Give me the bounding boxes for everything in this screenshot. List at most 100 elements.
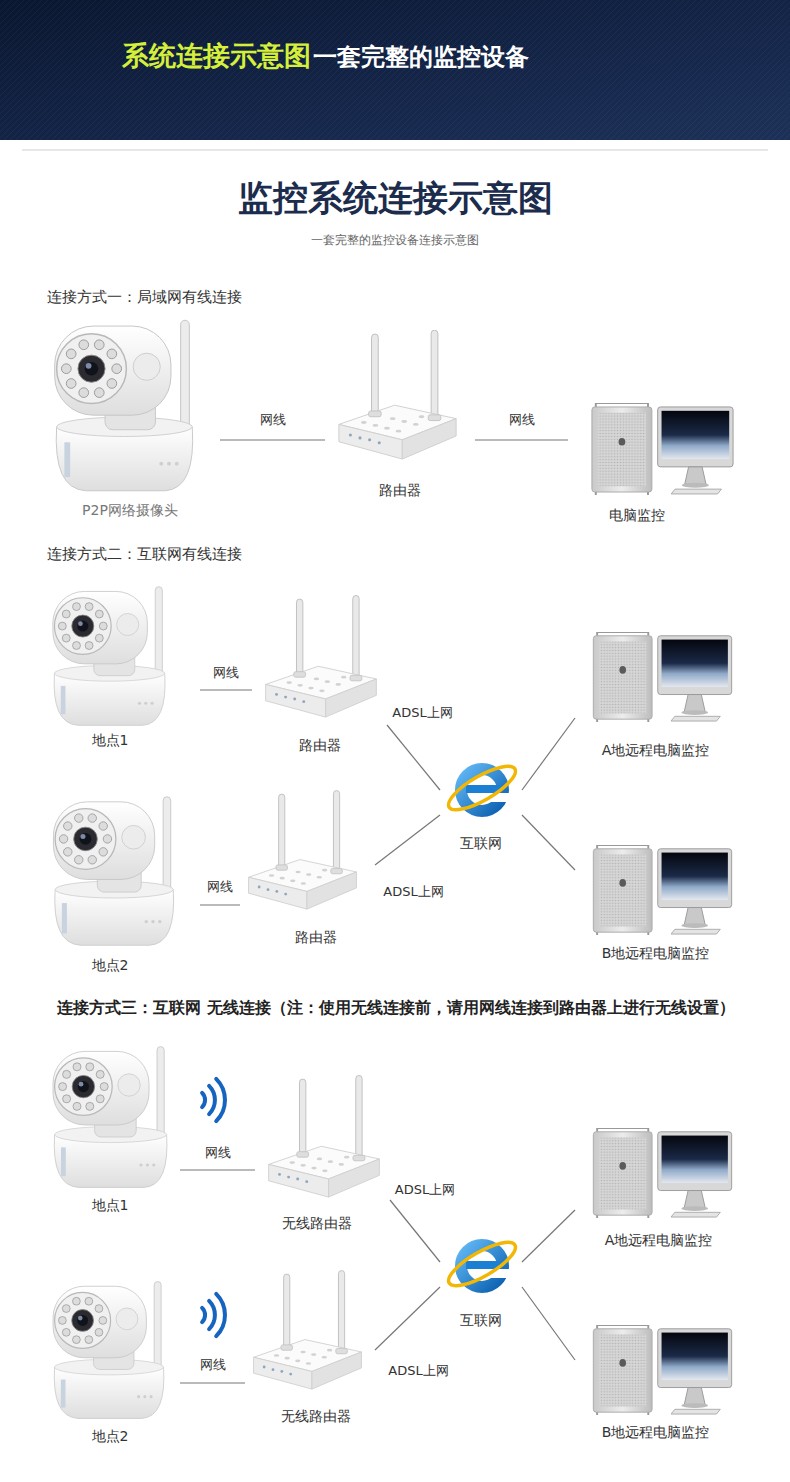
label-holder: 互联网 <box>440 1222 522 1329</box>
device-label: 无线路由器 <box>282 1214 352 1232</box>
device-label: 互联网 <box>460 1311 502 1329</box>
camera-picture <box>53 1047 167 1188</box>
computer-node: A地远程电脑监控 <box>575 1124 750 1251</box>
computer-node: B地远程电脑监控 <box>575 843 750 964</box>
wireless-waves <box>202 1079 225 1121</box>
router-picture <box>339 330 456 459</box>
internet-node: 互联网 <box>440 1222 522 1331</box>
cable-label: 网线 <box>204 879 236 895</box>
label-holder: B地远程电脑监控 <box>575 843 750 962</box>
device-label: 地点2 <box>92 1427 129 1445</box>
device-label: A地远程电脑监控 <box>602 741 710 759</box>
router-node: 路由器 <box>240 785 375 948</box>
cable-line <box>522 1287 575 1360</box>
section-heading: 连接方式一：局域网有线连接 <box>47 288 242 306</box>
router-node: 路由器 <box>325 325 475 501</box>
router-node: 无线路由器 <box>245 1268 375 1427</box>
label-holder: 电脑监控 <box>568 395 748 524</box>
label-holder: 互联网 <box>440 745 522 852</box>
device-label: 地点2 <box>92 956 129 974</box>
camera-picture <box>53 1282 164 1419</box>
label-holder: B地远程电脑监控 <box>575 1320 750 1441</box>
device-label: 地点1 <box>92 1196 129 1214</box>
cable-line <box>387 725 440 790</box>
device-label: 地点1 <box>92 731 129 749</box>
label-holder: 地点1 <box>40 580 200 749</box>
router-node: 无线路由器 <box>255 1070 390 1234</box>
computer-node: 电脑监控 <box>568 395 748 526</box>
banner-texture <box>0 0 790 140</box>
device-label: 路由器 <box>379 481 421 499</box>
camera-picture <box>53 587 165 726</box>
label-holder: 路由器 <box>240 785 375 946</box>
computer-node: A地远程电脑监控 <box>575 628 750 761</box>
diagram-title: 监控系统连接示意图 <box>238 177 553 219</box>
camera-node: P2P网络摄像头 <box>40 315 220 521</box>
computer-picture <box>592 403 733 495</box>
device-label: 互联网 <box>460 834 502 852</box>
cable-label: ADSL上网 <box>380 884 446 900</box>
camera-node: 地点2 <box>40 795 200 976</box>
cable-line <box>180 1382 245 1383</box>
cable-line <box>475 439 568 440</box>
internet-picture <box>443 759 521 818</box>
cable-line <box>180 1169 255 1170</box>
computer-picture <box>593 1128 731 1218</box>
camera-node: 地点1 <box>40 580 200 751</box>
banner <box>0 0 790 140</box>
label-holder: 路由器 <box>325 325 475 499</box>
label-holder: 路由器 <box>252 590 387 754</box>
computer-picture <box>593 632 731 722</box>
internet-node: 互联网 <box>440 745 522 854</box>
device-label: P2P网络摄像头 <box>82 501 178 519</box>
cable-label: 网线 <box>506 412 538 428</box>
cable-label: 网线 <box>197 1357 229 1373</box>
computer-picture <box>593 845 731 935</box>
computer-picture <box>593 1325 731 1415</box>
device-label: B地远程电脑监控 <box>602 1423 710 1441</box>
device-label: A地远程电脑监控 <box>605 1231 713 1249</box>
label-holder: A地远程电脑监控 <box>575 628 750 759</box>
camera-picture <box>55 320 193 491</box>
cable-label: 网线 <box>257 412 289 428</box>
cable-label: 网线 <box>210 665 242 681</box>
subtitle: 一套完整的监控设备连接示意图 <box>311 233 479 247</box>
cable-line <box>522 718 575 790</box>
cable-line <box>522 1210 575 1262</box>
camera-node: 地点1 <box>40 1045 180 1216</box>
camera-picture <box>53 797 173 946</box>
computer-node: B地远程电脑监控 <box>575 1320 750 1443</box>
device-label: 路由器 <box>295 928 337 946</box>
label-holder: 无线路由器 <box>245 1268 375 1425</box>
label-holder: P2P网络摄像头 <box>40 315 220 519</box>
cable-line <box>220 439 325 440</box>
camera-node: 地点2 <box>40 1278 180 1447</box>
divider <box>22 150 768 151</box>
router-picture <box>269 1075 380 1197</box>
banner-heading: 系统连接示意图 <box>122 40 311 72</box>
router-picture <box>254 1271 362 1390</box>
device-label: B地远程电脑监控 <box>602 944 710 962</box>
label-holder: A地远程电脑监控 <box>575 1124 750 1249</box>
router-picture <box>266 595 377 717</box>
cable-label: ADSL上网 <box>385 1363 451 1379</box>
router-node: 路由器 <box>252 590 387 756</box>
wireless-waves <box>202 1294 225 1336</box>
cable-line <box>522 815 575 870</box>
device-label: 路由器 <box>299 736 341 754</box>
cable-line <box>200 904 240 905</box>
cable-line <box>375 1287 440 1350</box>
banner-subheading: 一套完整的监控设备 <box>313 43 529 72</box>
internet-picture <box>443 1235 521 1294</box>
label-holder: 无线路由器 <box>255 1070 390 1232</box>
label-holder: 地点2 <box>40 795 200 974</box>
router-picture <box>249 791 357 910</box>
label-holder: 地点1 <box>40 1045 180 1214</box>
cable-line <box>375 815 440 865</box>
cable-label: 网线 <box>202 1145 234 1161</box>
label-holder: 地点2 <box>40 1278 180 1445</box>
cable-label: ADSL上网 <box>392 1182 458 1198</box>
section-heading: 连接方式二：互联网有线连接 <box>47 545 242 563</box>
